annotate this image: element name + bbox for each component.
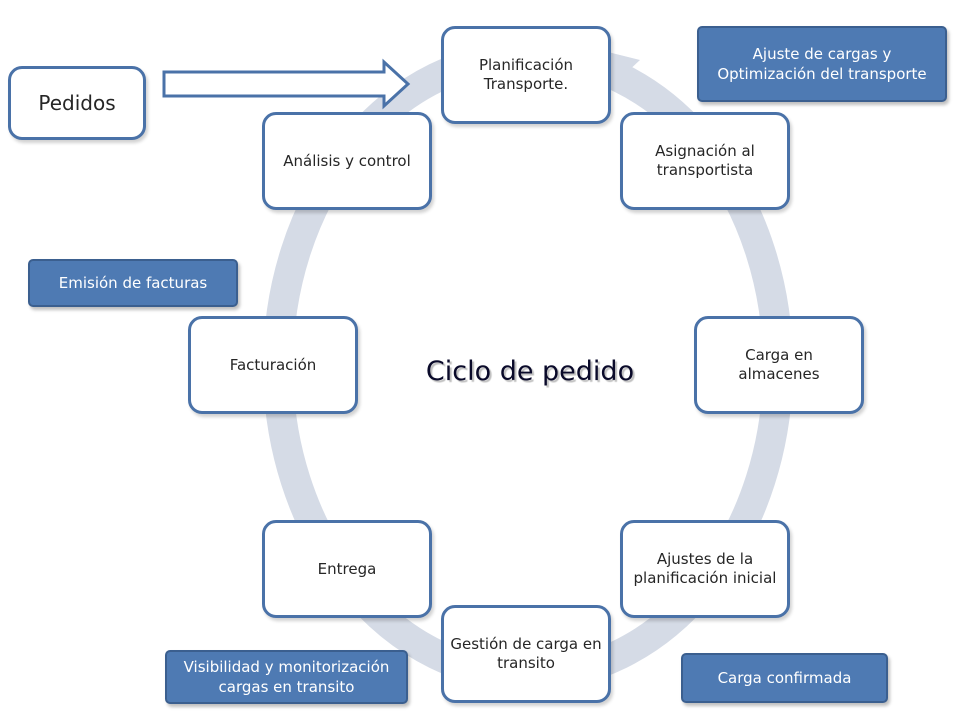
note-carga-confirmada-label: Carga confirmada (717, 669, 852, 687)
node-analisis-control: Análisis y control (262, 112, 432, 210)
node-planificacion-transporte: Planificación Transporte. (441, 26, 611, 124)
node-ajustes-planificacion: Ajustes de la planificación inicial (620, 520, 790, 618)
node-carga-almacenes: Carga en almacenes (694, 316, 864, 414)
node-ajustes-planificacion-label: Ajustes de la planificación inicial (633, 550, 777, 587)
note-emision-facturas-label: Emisión de facturas (58, 274, 208, 292)
note-ajuste-cargas: Ajuste de cargas y Optimización del tran… (697, 26, 947, 102)
node-planificacion-transporte-label: Planificación Transporte. (478, 56, 574, 93)
node-asignacion-transportista-label: Asignación al transportista (655, 142, 755, 179)
note-emision-facturas: Emisión de facturas (28, 259, 238, 307)
node-gestion-carga: Gestión de carga en transito (441, 605, 611, 703)
note-visibilidad: Visibilidad y monitorización cargas en t… (165, 650, 408, 704)
node-pedidos-label: Pedidos (38, 90, 116, 115)
note-carga-confirmada: Carga confirmada (681, 653, 888, 703)
node-pedidos: Pedidos (8, 66, 146, 140)
node-facturacion-label: Facturación (229, 355, 317, 374)
node-gestion-carga-label: Gestión de carga en transito (450, 635, 602, 672)
node-analisis-control-label: Análisis y control (283, 151, 411, 170)
note-ajuste-cargas-label: Ajuste de cargas y Optimización del tran… (717, 45, 927, 83)
note-visibilidad-label: Visibilidad y monitorización cargas en t… (183, 658, 390, 696)
node-asignacion-transportista: Asignación al transportista (620, 112, 790, 210)
node-entrega-label: Entrega (317, 559, 377, 578)
input-arrow-icon (162, 58, 411, 110)
node-facturacion: Facturación (188, 316, 358, 414)
center-title: Ciclo de pedido (425, 356, 635, 387)
node-entrega: Entrega (262, 520, 432, 618)
node-carga-almacenes-label: Carga en almacenes (738, 346, 820, 383)
